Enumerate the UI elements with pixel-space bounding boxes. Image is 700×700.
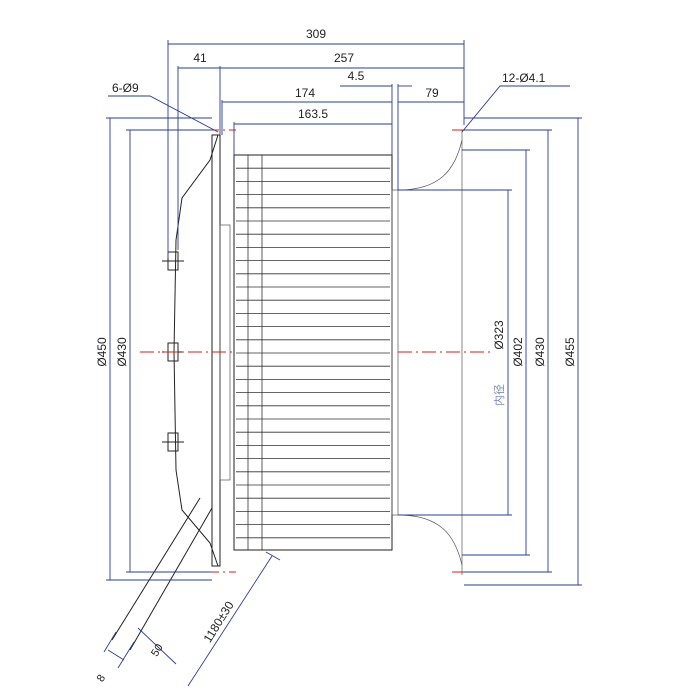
dim-dia-430-left: Ø430	[115, 337, 129, 367]
callouts: 6-Ø9 12-Ø4.1	[108, 71, 570, 133]
impeller-outline	[233, 154, 393, 551]
dim-dia-450: Ø450	[95, 337, 109, 367]
leader-right	[461, 85, 570, 133]
dim-cable-thickness: 8	[95, 673, 108, 685]
dim-inner-label: 内径	[492, 384, 506, 406]
dim-dia-402: Ø402	[511, 337, 525, 367]
dim-inlet-41: 41	[193, 51, 207, 65]
left-diameters: Ø450 Ø430	[95, 117, 212, 581]
dim-offset-79: 79	[425, 86, 439, 100]
top-dimensions: 309 41 257 4.5 174 79 163.5	[167, 27, 465, 258]
dim-dia-430-right: Ø430	[533, 337, 547, 367]
dim-overall-309: 309	[306, 27, 326, 41]
callout-holes-12-dia-4-1: 12-Ø4.1	[502, 71, 546, 85]
center-lines	[140, 129, 490, 573]
dim-hub-174: 174	[295, 86, 315, 100]
right-diameters: 内径 Ø323 Ø402 Ø430 Ø455	[398, 117, 582, 586]
dim-body-257: 257	[334, 51, 354, 65]
dim-dia-455: Ø455	[563, 337, 577, 367]
inlet-ring-top	[397, 139, 463, 191]
inlet-ring-bottom	[397, 514, 463, 566]
cable-outer	[111, 497, 201, 641]
dim-dia-323: Ø323	[492, 320, 506, 350]
dim-gap-4-5: 4.5	[348, 69, 365, 83]
dim-blade-163-5: 163.5	[298, 107, 328, 121]
bolt-bottom	[162, 432, 184, 452]
leader-left	[108, 95, 219, 133]
mounting-plate	[211, 134, 221, 567]
dim-cable-width: 50	[149, 642, 166, 659]
motor-housing-profile	[173, 134, 219, 567]
impeller-blades	[236, 155, 390, 550]
cable-inner	[129, 507, 213, 651]
callout-holes-6-dia-9: 6-Ø9	[112, 81, 139, 95]
bolt-top	[162, 251, 184, 271]
impeller-hub-rim	[391, 189, 399, 516]
fan-geometry	[111, 130, 463, 651]
